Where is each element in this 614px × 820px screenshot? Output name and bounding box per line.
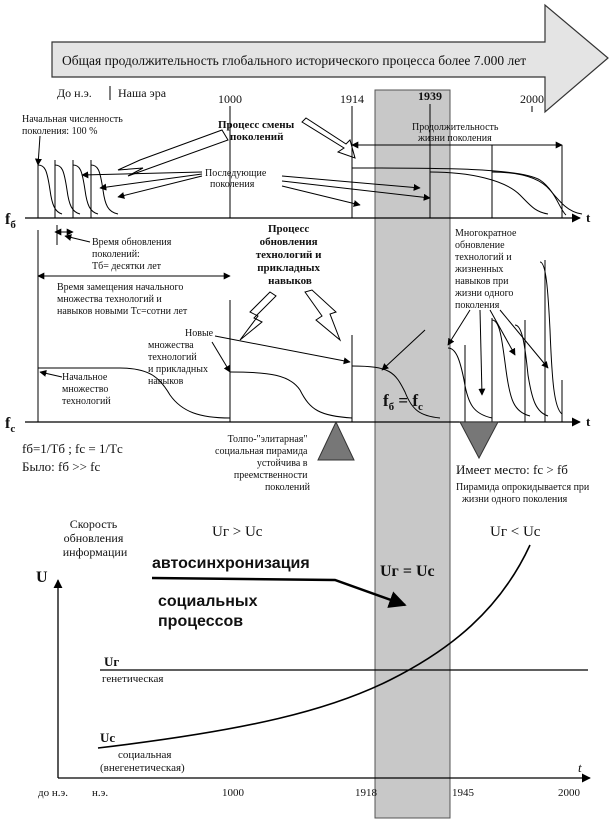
x-label-1918: 1918	[355, 787, 378, 799]
uc-social-curve	[97, 544, 531, 749]
time-axis-t: t	[578, 760, 582, 775]
autosync-line-1: автосинхронизация	[152, 555, 310, 572]
initial-population-label: Начальная численность поколения: 100 %	[22, 114, 125, 137]
x-label-bc: до н.э.	[38, 787, 68, 799]
hollow-arrow-right	[301, 117, 356, 159]
generation-curves-early	[37, 110, 231, 218]
x-label-1945: 1945	[452, 787, 475, 799]
era-ad-label: Наша эра	[118, 86, 167, 100]
fb-axis-label: fб	[5, 211, 16, 231]
equal-relation: Uг = Uс	[380, 563, 435, 580]
x-label-1000: 1000	[222, 787, 245, 799]
year-1939: 1939	[418, 89, 442, 103]
initial-set-label: Начальное множество технологий	[62, 372, 111, 407]
technology-curves	[38, 260, 563, 422]
banner-text: Общая продолжительность глобального исто…	[62, 53, 526, 68]
x-label-2000: 2000	[558, 787, 581, 799]
fc-axis-t: t	[586, 414, 591, 429]
pyramid-flips-label: Пирамида опрокидывается при жизни одного…	[456, 482, 592, 505]
fc-axis-label: fc	[5, 415, 15, 435]
speed-title: Скорость обновления информации	[63, 517, 128, 559]
year-1914: 1914	[340, 92, 364, 106]
tech-update-label: Процесс обновления технологий и прикладн…	[256, 223, 324, 287]
banner-arrow	[51, 3, 609, 114]
lifetime-label: Продолжительность жизни поколения	[412, 122, 501, 144]
left-relation: Uг > Uс	[212, 524, 263, 540]
generation-curves-late	[351, 110, 583, 218]
year-1000: 1000	[218, 92, 242, 106]
generation-change-label: Процесс смены поколений	[218, 119, 297, 143]
pyramid-stable-icon	[317, 420, 355, 461]
u-axis-label: U	[36, 569, 48, 586]
autosync-arrow	[151, 576, 407, 608]
fb-axis-t: t	[586, 210, 591, 225]
ug-description: генетическая	[102, 673, 163, 685]
equality-fb-fc: fб = fc	[383, 391, 423, 413]
uc-description-1: социальная	[118, 749, 171, 761]
new-sets-label: Новые множества технологий и прикладных …	[148, 328, 216, 387]
pyramid-stable-label: Толпо-"элитарная" социальная пирамида ус…	[215, 434, 311, 493]
formula-line-2: Было: fб >> fс	[22, 459, 100, 474]
uc-label: Uс	[100, 730, 115, 745]
autosync-line-3: процессов	[158, 613, 243, 630]
lightning-arrow-left	[239, 291, 277, 341]
era-bc-label: До н.э.	[57, 86, 92, 100]
highlight-band-1918-1945	[374, 89, 451, 819]
multiple-update-label: Многократное обновление технологий и жиз…	[454, 228, 519, 311]
replacement-time-label: Время замещения начального множества тех…	[57, 282, 188, 317]
year-2000: 2000	[520, 92, 544, 106]
hollow-arrow-left	[117, 129, 229, 177]
autosync-line-2: социальных	[158, 593, 258, 610]
formula-line-1: fб=1/Tб ; fс = 1/Tс	[22, 441, 123, 456]
right-relation: Uг < Uс	[490, 524, 541, 540]
x-label-ad: н.э.	[92, 787, 108, 799]
pyramid-inverted-icon	[459, 421, 499, 460]
ug-label: Uг	[104, 654, 119, 669]
subsequent-generations-label: Последующие поколения	[205, 168, 269, 190]
uc-description-2: (внегенетическая)	[100, 762, 185, 774]
lightning-arrow-right	[304, 289, 342, 342]
now-relation: Имеет место: fс > fб	[456, 462, 568, 477]
renewal-time-label: Время обновления поколений: Тб= десятки …	[92, 237, 174, 272]
